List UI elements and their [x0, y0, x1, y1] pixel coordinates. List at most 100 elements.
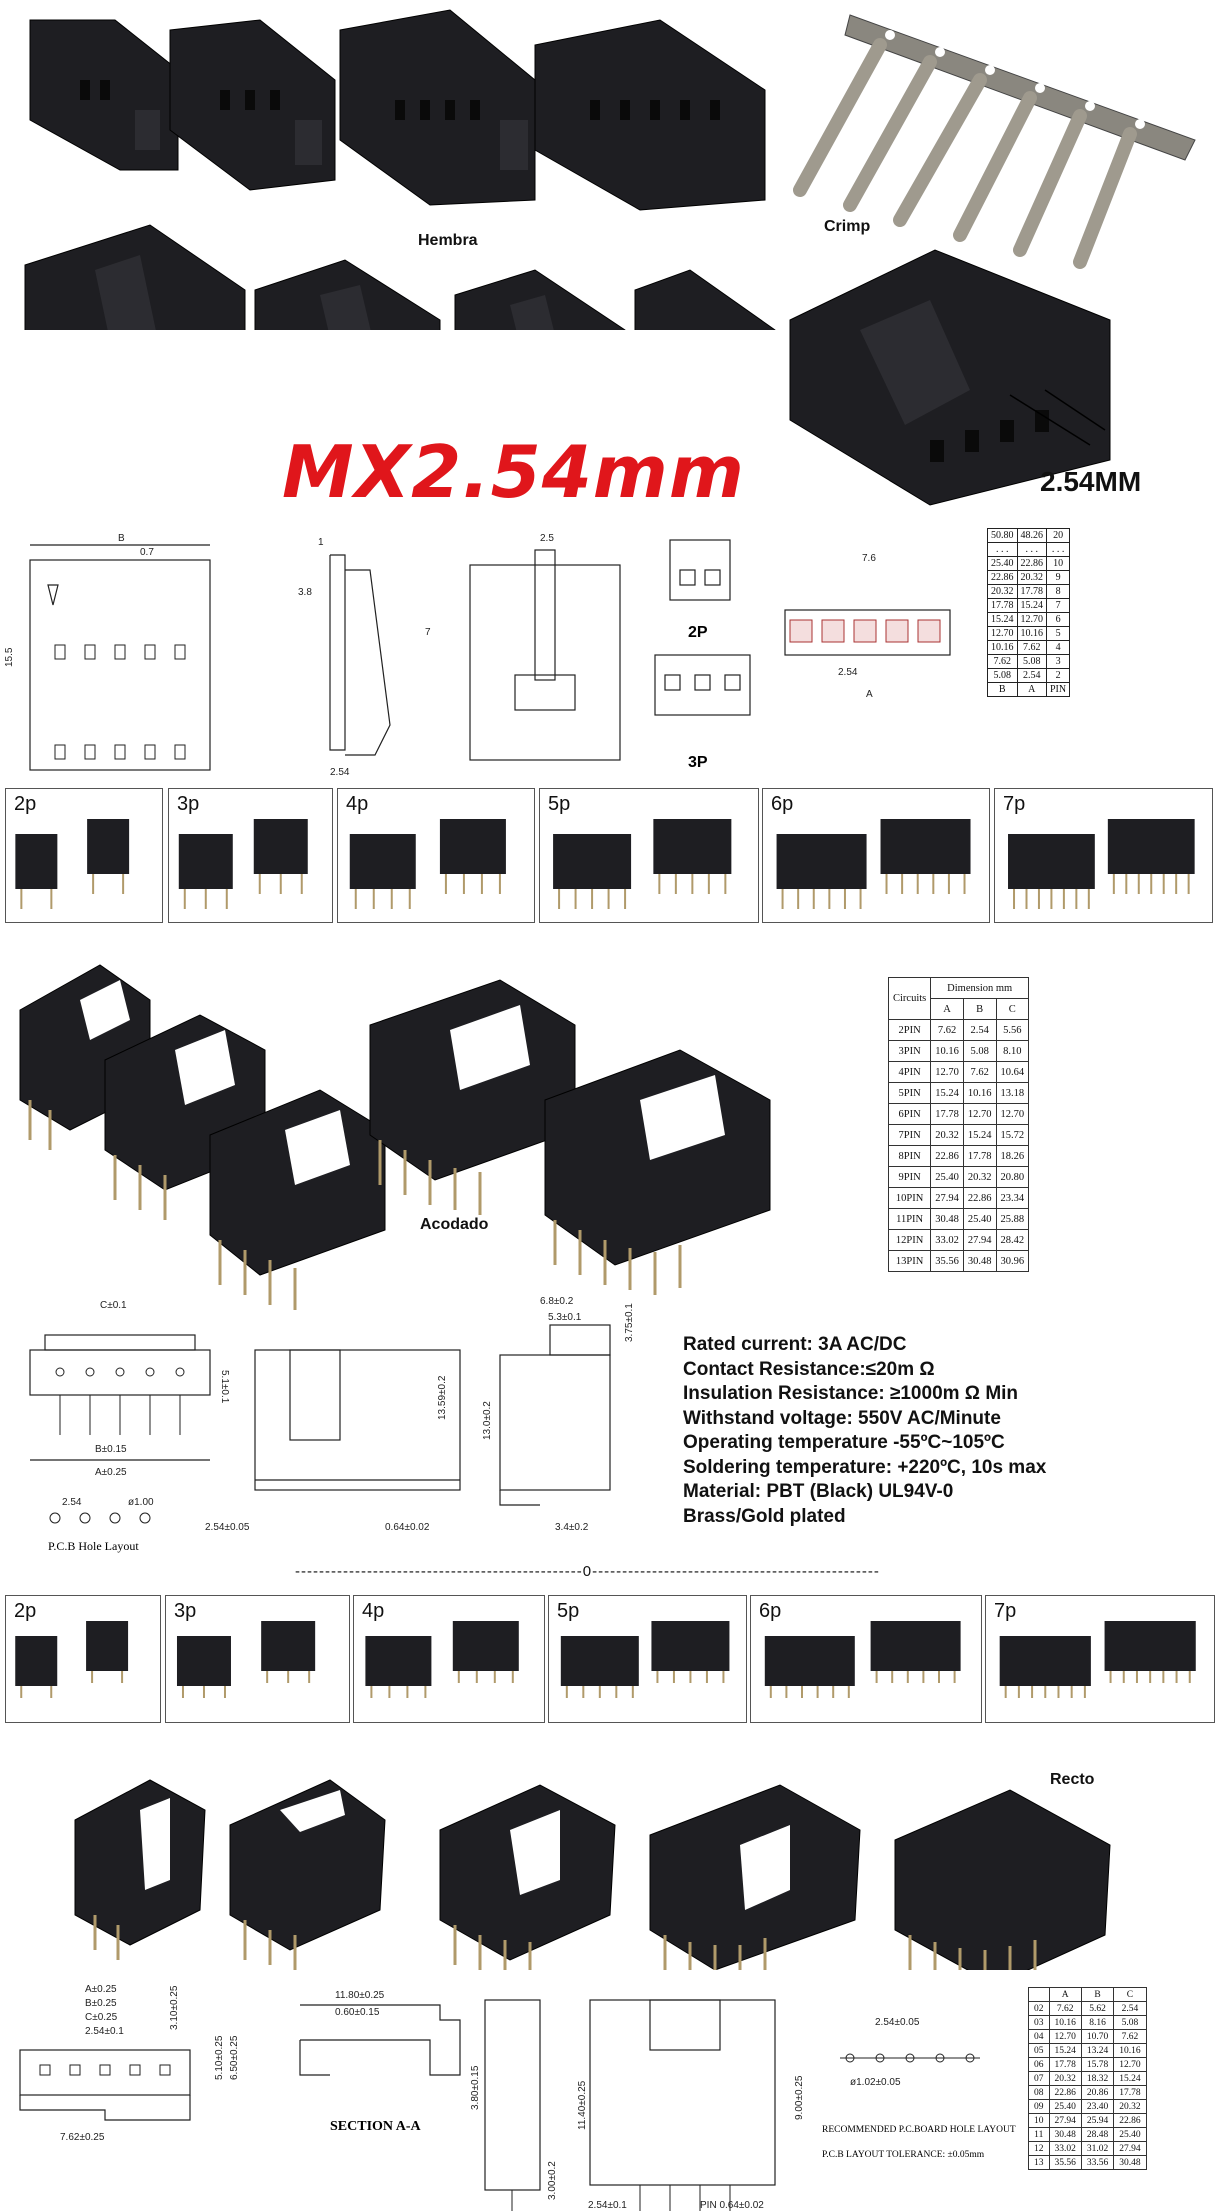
- table-cell: 35.56: [930, 1250, 964, 1272]
- table-cell: 3PIN: [887, 1040, 932, 1062]
- connector-icon: [15, 819, 130, 909]
- recommended-label: RECOMMENDED P.C.BOARD HOLE LAYOUT: [822, 2125, 1016, 2135]
- connector-body: [178, 834, 233, 889]
- tolerance-label: P.C.B LAYOUT TOLERANCE: ±0.05mm: [822, 2150, 985, 2160]
- table-cell: 28.42: [995, 1229, 1030, 1251]
- table-cell: 20.86: [1080, 2085, 1115, 2100]
- variant-label: 6p: [759, 1600, 782, 1622]
- table-cell: 12.70: [1048, 2029, 1082, 2044]
- connector-body: [261, 1621, 316, 1671]
- view-2p: 2P: [688, 624, 708, 641]
- connector-body: [1008, 834, 1095, 889]
- straight-header-drawing: A±0.25 B±0.25 C±0.25 2.54±0.1 3.10±0.25 …: [19, 1984, 1016, 2211]
- table-cell: 15.24: [930, 1082, 964, 1104]
- table-cell: 12PIN: [887, 1229, 932, 1251]
- table-cell: 27.94: [962, 1229, 997, 1251]
- table-cell: 33.02: [1048, 2141, 1082, 2156]
- variant-label: 4p: [362, 1600, 385, 1622]
- table-cell: 25.40: [930, 1166, 964, 1188]
- table-cell: 2: [1045, 668, 1071, 683]
- dim-c: C±0.1: [100, 1300, 127, 1311]
- table-cell: 7PIN: [887, 1124, 932, 1146]
- table-cell: 20.32: [930, 1124, 964, 1146]
- variant-label: 6p: [771, 793, 794, 815]
- table-cell: 7.62: [930, 1019, 964, 1041]
- variant-label: 7p: [1003, 793, 1026, 815]
- spec-line: Operating temperature -55ºC~105ºC: [683, 1432, 1005, 1453]
- table-cell: 25.40: [1048, 2099, 1082, 2114]
- table-cell: 4: [1045, 640, 1071, 655]
- straight-label: Recto: [1050, 1771, 1095, 1788]
- table-cell: 27.94: [1113, 2141, 1147, 2156]
- right-angle-drawing: C±0.1 5.1±0.1 B±0.15 A±0.25 2.54 ø1.00 P…: [29, 1296, 635, 1553]
- dim-155: 15.5: [4, 647, 15, 667]
- table-cell: 22.86: [962, 1187, 997, 1209]
- dim-310: 3.10±0.25: [169, 1985, 180, 2030]
- table-cell: 17.78: [962, 1145, 997, 1167]
- table-cell: 7.62: [1113, 2029, 1147, 2044]
- dim-254-bot: 2.54±0.1: [85, 2026, 124, 2037]
- straight-headers-photo: [74, 1779, 1111, 1970]
- column-header: A: [930, 998, 964, 1020]
- crimp-label: Crimp: [824, 218, 871, 235]
- table-cell: 15.78: [1080, 2057, 1115, 2072]
- dim-254-01: 2.54±0.1: [588, 2200, 627, 2211]
- table-cell: 02: [1028, 2001, 1050, 2016]
- table-cell: 5.08: [962, 1040, 997, 1062]
- table-cell: 2.54: [1113, 2001, 1147, 2016]
- connector-icon: [999, 1621, 1196, 1698]
- table-cell: 5: [1045, 626, 1071, 641]
- column-header: [1028, 1987, 1050, 2002]
- table-cell: 33.56: [1080, 2155, 1115, 2170]
- female-housing-drawing: B 0.7 15.5 1 3.8 7 2.54 2.5 2P 3P 7.6 2.…: [4, 533, 951, 778]
- dim-b-mid: B±0.15: [95, 1444, 127, 1455]
- variant-box-2p: 2p: [5, 1595, 161, 1723]
- table-cell: 5.08: [1113, 2015, 1147, 2030]
- table-cell: 12.70: [995, 1103, 1030, 1125]
- dim-51: 5.1±0.1: [219, 1370, 230, 1404]
- table-cell: 09: [1028, 2099, 1050, 2114]
- housing-5p-bottom: [24, 224, 246, 330]
- table-cell: 18.32: [1080, 2071, 1115, 2086]
- dim-dia102: ø1.02±0.05: [850, 2077, 901, 2088]
- dim-pin-064: PIN 0.64±0.02: [700, 2200, 764, 2211]
- dim-c-bot: C±0.25: [85, 2012, 118, 2023]
- housing-2p-bottom: [634, 269, 776, 330]
- housing-2p-top: [29, 19, 179, 171]
- pcb-hole-layout-label: P.C.B Hole Layout: [48, 1539, 139, 1553]
- table-cell: 17.78: [930, 1103, 964, 1125]
- table-cell: 6PIN: [887, 1103, 932, 1125]
- connector-icon: [176, 1621, 316, 1698]
- dim-07: 0.7: [140, 547, 154, 558]
- dim-510: 5.10±0.25: [214, 2035, 225, 2080]
- table-cell: 17.78: [1048, 2057, 1082, 2072]
- connector-body: [349, 834, 416, 889]
- table-cell: 9: [1045, 570, 1071, 585]
- table-cell: 15.24: [1048, 2043, 1082, 2058]
- variant-label: 7p: [994, 1600, 1017, 1622]
- table-cell: 12.70: [1016, 612, 1047, 627]
- header-3p-st: [229, 1779, 386, 1970]
- table-cell: 12.70: [962, 1103, 997, 1125]
- table-cell: 9PIN: [887, 1166, 932, 1188]
- connector-body: [1107, 819, 1195, 874]
- table-cell: 13: [1028, 2155, 1050, 2170]
- housing-closeup-photo: [789, 249, 1111, 506]
- table-cell: 35.56: [1048, 2155, 1082, 2170]
- column-header: C: [995, 998, 1030, 1020]
- table-cell: 06: [1028, 2057, 1050, 2072]
- connector-body: [365, 1636, 432, 1686]
- table-cell: 12.70: [1113, 2057, 1147, 2072]
